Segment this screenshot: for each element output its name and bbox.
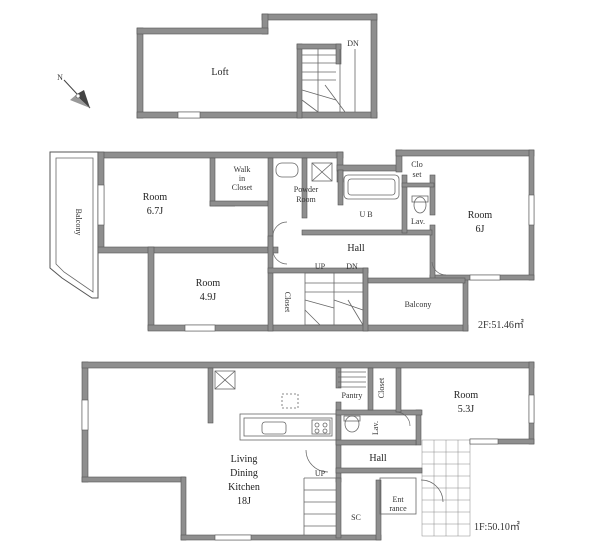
2f-wic-line1: Walk: [234, 165, 251, 174]
2f-powder-line2: Room: [296, 195, 316, 204]
loft-label: Loft: [211, 67, 228, 78]
1f-lavatory-label: Lav.: [371, 421, 380, 435]
2f-room-a-name: Room: [143, 192, 168, 203]
loft-floor: [136, 13, 378, 119]
2f-balcony-left-label: Balcony: [74, 209, 83, 236]
1f-room-name: Room: [454, 390, 479, 401]
first-floor: [81, 361, 535, 541]
1f-ldk-size: 18J: [237, 496, 251, 507]
2f-balcony-bottom-label: Balcony: [405, 300, 432, 309]
2f-room-b-name: Room: [196, 278, 221, 289]
2f-closet-side-label: Closet: [283, 292, 292, 313]
1f-area-label: 1F:50.10㎡: [474, 521, 520, 533]
2f-wic-line3: Closet: [232, 183, 253, 192]
1f-ldk-line2: Dining: [230, 468, 258, 479]
1f-shoe-closet-label: SC: [351, 513, 361, 522]
2f-hall-label: Hall: [347, 243, 364, 254]
2f-room-a-size: 6.7J: [147, 206, 164, 217]
2f-room-c-name: Room: [468, 210, 493, 221]
1f-entrance-line1: Ent: [392, 495, 404, 504]
second-floor: [49, 149, 535, 332]
1f-entrance-line2: rance: [389, 504, 407, 513]
1f-room-size: 5.3J: [458, 404, 475, 415]
2f-room-b-size: 4.9J: [200, 292, 217, 303]
1f-hall-label: Hall: [369, 453, 386, 464]
2f-powder-line1: Powder: [294, 185, 319, 194]
compass-icon: [63, 79, 91, 109]
2f-stair-dn-label: DN: [346, 262, 358, 271]
1f-closet-label: Closet: [377, 377, 386, 398]
1f-pantry-label: Pantry: [342, 391, 363, 400]
1f-stair-up-label: UP: [315, 469, 326, 478]
2f-room-c-size: 6J: [476, 224, 485, 235]
1f-ldk-line1: Living: [231, 454, 258, 465]
2f-lavatory-label: Lav.: [411, 217, 425, 226]
2f-area-label: 2F:51.46㎡: [478, 319, 524, 331]
entrance-porch-tiles: [421, 439, 471, 537]
1f-ldk-line3: Kitchen: [228, 482, 260, 493]
compass-north-label: N: [57, 73, 63, 82]
2f-closet-top-line2: set: [413, 170, 423, 179]
2f-closet-top-line1: Clo: [411, 160, 423, 169]
2f-stair-up-label: UP: [315, 262, 326, 271]
2f-wic-line2: in: [239, 174, 245, 183]
loft-stair-dn-label: DN: [347, 39, 359, 48]
2f-unit-bath-label: U B: [359, 210, 372, 219]
